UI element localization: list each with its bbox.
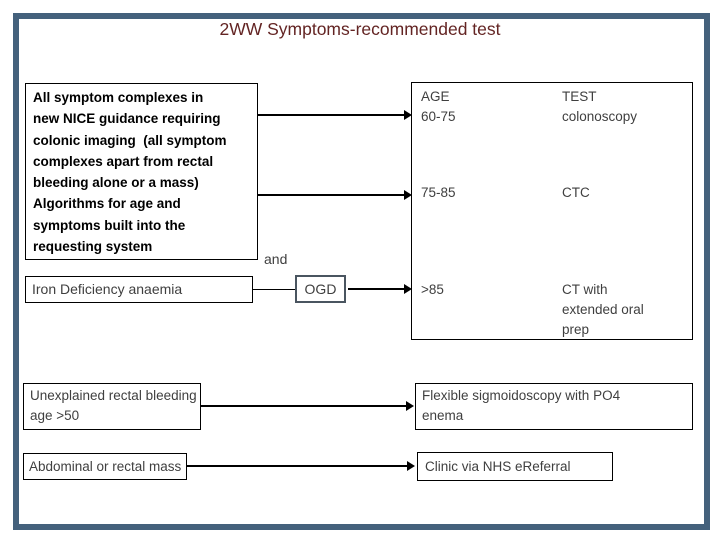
table-cell-age-row3: >85 — [421, 282, 444, 297]
table-cell-age-row1: AGE 60-75 — [421, 89, 456, 124]
arrow-symptom-to-age-row1 — [258, 110, 412, 120]
arrow-bleeding-to-sigmoidoscopy — [201, 401, 414, 411]
arrow-symptom-to-age-row2 — [258, 190, 412, 200]
page-title: 2WW Symptoms-recommended test — [219, 19, 501, 39]
connector-iron-to-ogd — [253, 289, 295, 290]
node-unexplained-rectal-bleeding: Unexplained rectal bleeding age >50 — [23, 383, 201, 430]
table-cell-test-row1: TEST colonoscopy — [562, 89, 638, 124]
arrow-mass-to-clinic — [187, 461, 415, 471]
node-abdominal-rectal-mass: Abdominal or rectal mass — [23, 453, 187, 480]
arrow-ogd-to-age-table — [348, 284, 412, 294]
table-cell-test-row2: CTC — [562, 185, 590, 200]
table-cell-test-row3: CT with extended oral prep — [562, 282, 644, 337]
slide-border-frame — [13, 13, 710, 530]
table-cell-age-row2: 75-85 — [421, 185, 456, 200]
node-flexible-sigmoidoscopy: Flexible sigmoidoscopy with PO4 enema — [415, 383, 693, 430]
node-ogd: OGD — [295, 275, 346, 303]
connector-label-and: and — [264, 251, 288, 267]
node-iron-deficiency-anaemia: Iron Deficiency anaemia — [25, 276, 253, 303]
node-symptom-complexes: All symptom complexes in new NICE guidan… — [25, 83, 258, 260]
age-test-table: AGE 60-75 TEST colonoscopy 75-85 CTC >85… — [411, 82, 693, 340]
node-clinic-ereferral: Clinic via NHS eReferral — [417, 452, 613, 481]
